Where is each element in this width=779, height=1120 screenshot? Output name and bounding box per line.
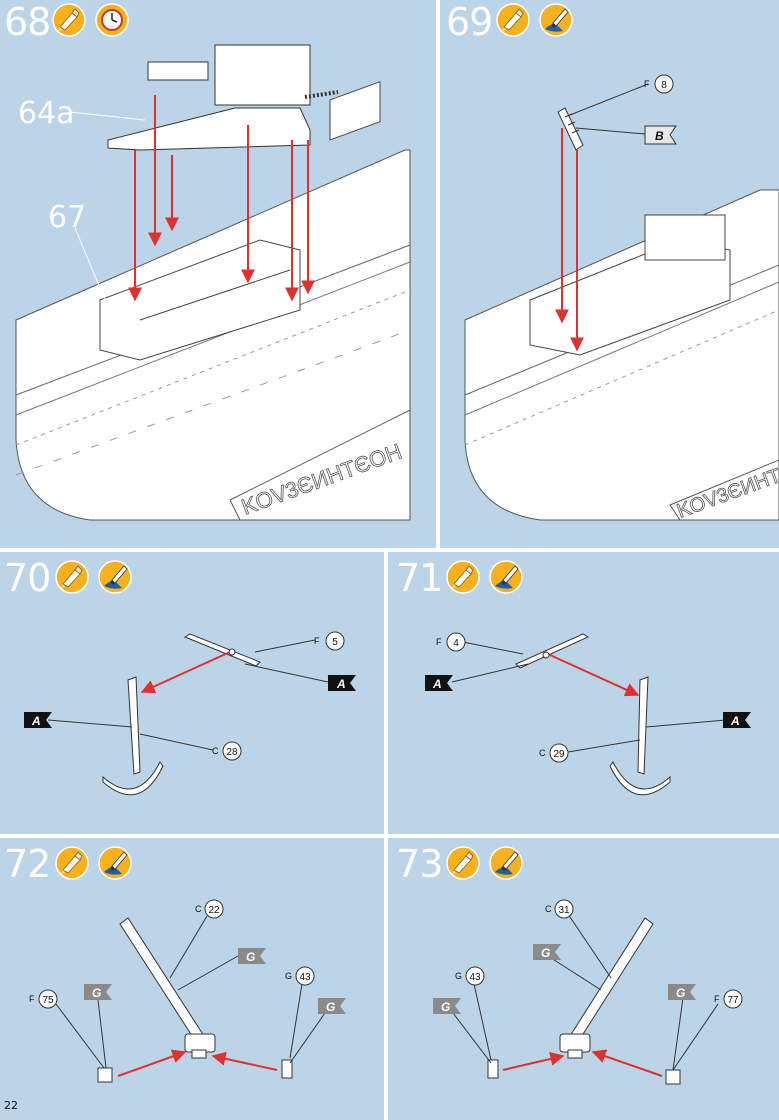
part-number: 29: [553, 749, 565, 760]
part-number: 22: [208, 905, 220, 916]
color-flag-label: G: [246, 950, 255, 964]
anchor-assembly-drawing: F 5 C 28 A A: [24, 631, 356, 796]
step-number: 71: [396, 556, 443, 600]
color-flag-label: G: [92, 986, 101, 1000]
part-number: 5: [332, 637, 338, 648]
sprue-letter: F: [436, 637, 442, 647]
ship-assembly-drawing: KOV3ЄИНТЄОН F 8 B: [464, 74, 779, 523]
color-flag-label: A: [730, 714, 740, 728]
step-70-panel: 70 F 5 C 28 A A: [0, 552, 384, 834]
part-number: 43: [469, 972, 481, 983]
step-number: 72: [4, 842, 51, 886]
callout-64a: 64a: [18, 96, 75, 131]
sprue-letter: C: [545, 904, 552, 914]
part-number: 77: [727, 995, 739, 1006]
color-flag-label: G: [676, 986, 685, 1000]
part-number: 75: [42, 995, 54, 1006]
part-number: 8: [661, 80, 667, 91]
step-73-panel: 73 C 31 G 43 F 77 G G G: [388, 838, 779, 1120]
step-72-panel: 72 C 22 G 43 F 75 G G G: [0, 838, 384, 1120]
page-number: 22: [0, 1090, 33, 1120]
sprue-letter: G: [285, 971, 292, 981]
ship-assembly-drawing: KOV3ЄИНТЄОН: [15, 44, 411, 521]
color-flag-label: G: [326, 1000, 335, 1014]
step-number: 73: [396, 842, 443, 886]
step-number: 69: [446, 0, 493, 44]
sprue-letter: F: [314, 636, 320, 646]
part-number: 28: [226, 747, 238, 758]
davit-assembly-drawing: C 22 G 43 F 75 G G G: [29, 899, 346, 1083]
callout-67: 67: [48, 200, 87, 235]
anchor-assembly-drawing: F 4 C 29 A A: [425, 632, 751, 796]
sprue-letter: F: [714, 994, 720, 1004]
color-flag-label: A: [31, 714, 41, 728]
part-number: 43: [299, 972, 311, 983]
step-number: 68: [4, 0, 51, 44]
davit-assembly-drawing: C 31 G 43 F 77 G G G: [433, 899, 743, 1085]
color-flag-label: G: [441, 1000, 450, 1014]
sprue-letter: F: [29, 994, 35, 1004]
sprue-letter: C: [539, 748, 546, 758]
color-flag-label: B: [655, 129, 664, 143]
step-71-panel: 71 F 4 C 29 A A: [388, 552, 779, 834]
sprue-letter: C: [212, 746, 219, 756]
step-69-panel: 69 KOV3ЄИНТЄОН F 8 B: [440, 0, 779, 548]
step-number: 70: [4, 556, 51, 600]
color-flag-label: A: [336, 677, 346, 691]
part-number: 31: [558, 905, 570, 916]
color-flag-label: A: [432, 677, 442, 691]
sprue-letter: C: [195, 904, 202, 914]
step-68-panel: 68 KOV3ЄИНТЄОН 64a 67: [0, 0, 436, 548]
sprue-letter: F: [644, 79, 650, 89]
color-flag-label: G: [541, 946, 550, 960]
sprue-letter: G: [455, 971, 462, 981]
part-number: 4: [453, 638, 459, 649]
